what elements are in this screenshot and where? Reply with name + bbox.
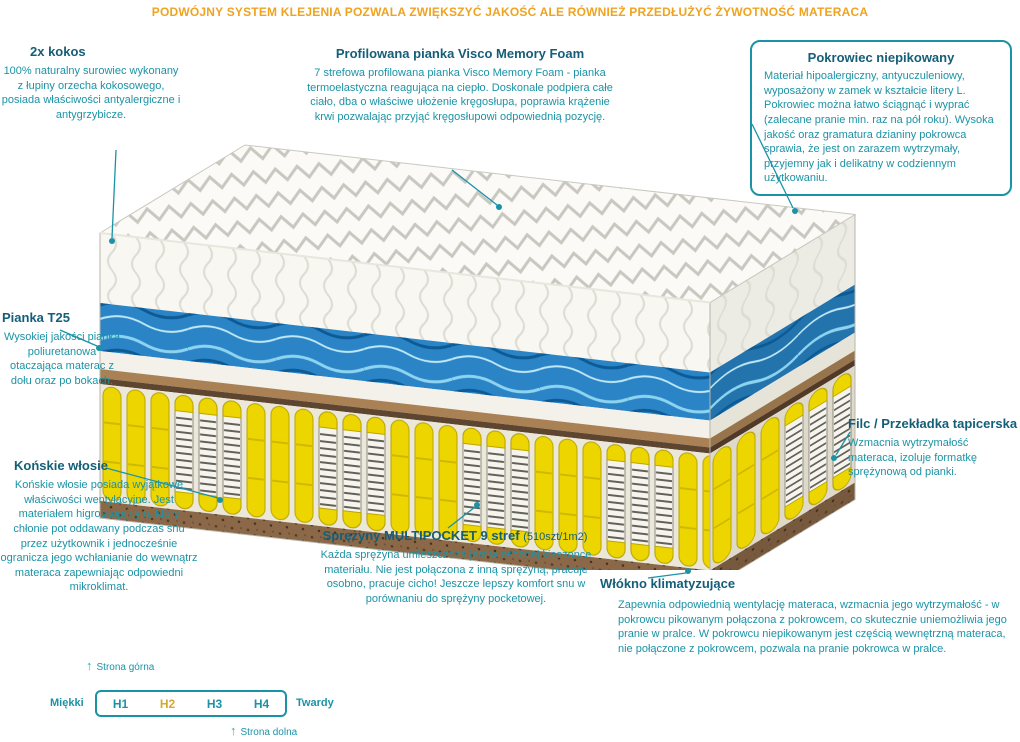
callout-visco-body: 7 strefowa profilowana pianka Visco Memo… [307,67,613,123]
hardness-level-h2-active: H2 [159,696,176,711]
callout-wlokno-title: Włókno klimatyzujące [600,576,736,591]
callout-sprezyny-title: Sprężyny MULTIPOCKET 9 stref (510szt/1m2… [310,528,600,543]
callout-wlosie-body: Końskie włosie posiada wyjątkowe właściw… [0,479,198,594]
hardness-level-h4: H4 [253,696,270,711]
mattress-illustration [98,144,857,570]
callout-kokos-title: 2x kokos [30,44,86,59]
scale-bottom-label: Strona dolna [240,727,298,738]
scale-top-label: Strona górna [96,662,155,673]
arrow-up-bottom-icon: ↑ [230,723,237,738]
mattress-front-face [99,232,711,570]
arrow-up-icon: ↑ [86,658,93,673]
callout-filc-body: Wzmacnia wytrzymałość materaca, izoluje … [848,437,977,479]
sprezyny-title-main: Sprężyny MULTIPOCKET 9 stref [322,528,520,543]
callout-wlosie-title: Końskie włosie [14,458,108,473]
sprezyny-title-suffix: (510szt/1m2) [523,531,588,543]
scale-top-row: ↑Strona górna [86,658,154,673]
callout-pokrowiec-title: Pokrowiec niepikowany [807,50,955,65]
callout-sprezyny-body: Każda sprężyna umieszczona jest w osobne… [320,549,592,605]
callout-pianka-body: Wysokiej jakości pianka poliuretanowa ot… [3,331,121,387]
callout-visco-title: Profilowana pianka Visco Memory Foam [335,46,585,61]
scale-bottom-row: ↑Strona dolna [230,723,297,738]
hardness-scale-box: H1 H2 H3 H4 [95,690,287,717]
scale-soft-label: Miękki [50,697,84,709]
scale-hard-label: Twardy [296,697,334,709]
mattress-side-face [709,213,856,570]
hardness-level-h1: H1 [112,696,129,711]
hardness-level-h3: H3 [206,696,223,711]
callout-pokrowiec-box: Pokrowiec niepikowany Materiał hipoalerg… [750,40,1012,196]
callout-filc-title: Filc / Przekładka tapicerska [848,416,1018,431]
callout-kokos-body: 100% naturalny surowiec wykonany z łupin… [1,65,181,121]
callout-pokrowiec-body: Materiał hipoalergiczny, antyuczuleniowy… [764,70,994,185]
callout-wlokno-body: Zapewnia odpowiednią wentylację materaca… [618,599,1007,655]
callout-pianka-title: Pianka T25 [2,310,70,325]
header-banner: PODWÓJNY SYSTEM KLEJENIA POZWALA ZWIĘKSZ… [151,5,869,19]
